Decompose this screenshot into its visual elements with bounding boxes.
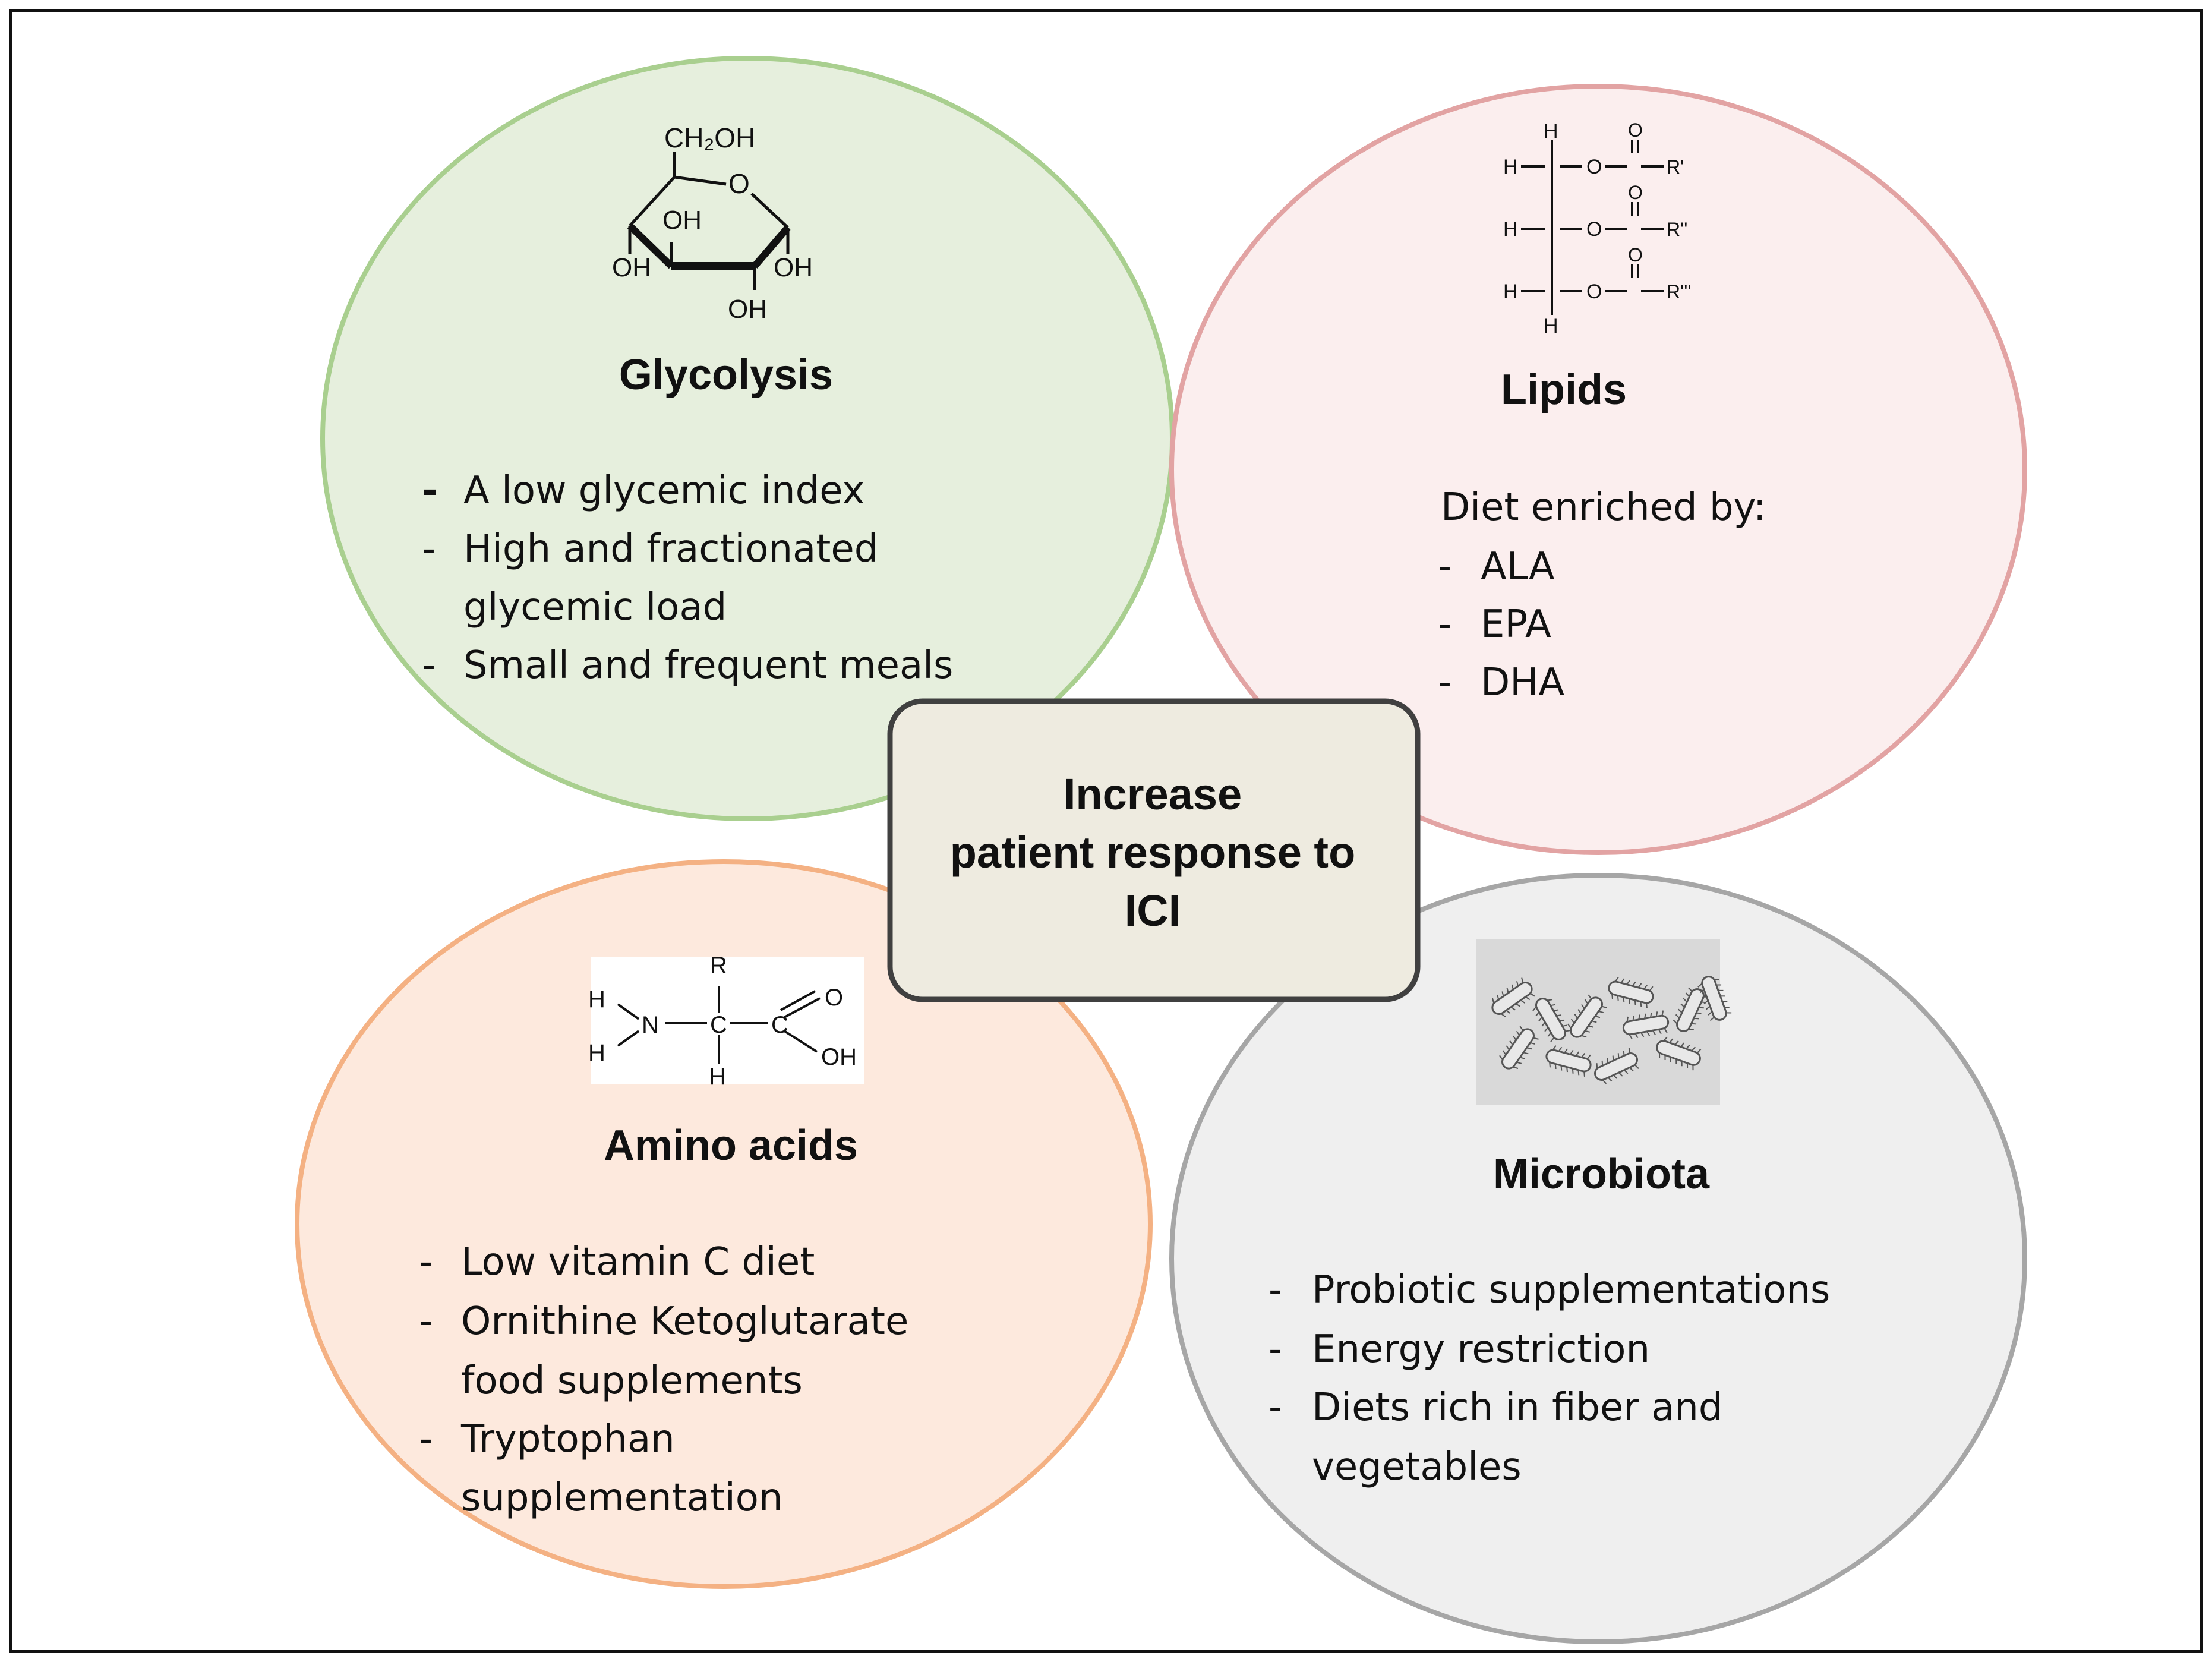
bullet-dash: - (419, 1240, 433, 1284)
glucose-oh-label: OH (612, 253, 651, 282)
lipids-item: ALA (1481, 545, 1555, 589)
glucose-oh-label: OH (662, 206, 702, 235)
lipid-h-label: H (1544, 120, 1558, 143)
bacterium-icon (1622, 1010, 1670, 1039)
lipid-r-label: R' (1667, 156, 1684, 178)
lipids-item: DHA (1481, 661, 1564, 705)
bullet-dash: - (1268, 1386, 1282, 1430)
amino-o-label: O (825, 985, 843, 1011)
bacteria-illustration (1491, 976, 1732, 1084)
glycolysis-item: glycemic load (463, 585, 727, 629)
lipid-h-label: H (1503, 218, 1518, 241)
microbiota-title: Microbiota (1493, 1150, 1710, 1198)
amino-r-label: R (710, 953, 727, 979)
microbiota-item: Probiotic supplementations (1312, 1268, 1830, 1312)
amino-acids-title: Amino acids (604, 1122, 858, 1169)
glucose-ring-oxygen-label: O (728, 168, 750, 199)
amino-acids-item: Low vitamin C diet (461, 1240, 815, 1284)
lipids-intro: Diet enriched by: (1441, 485, 1766, 529)
bullet-dash: - (419, 1300, 433, 1344)
lipids-title: Lipids (1501, 366, 1627, 414)
microbiota-circle (1169, 873, 2027, 1644)
bacterium-icon (1697, 976, 1732, 1021)
glycolysis-item: High and fractionated (463, 527, 878, 571)
amino-acids-item: Tryptophan (460, 1417, 675, 1461)
amino-acids-item: Ornithine Ketoglutarate (461, 1300, 908, 1344)
microbiota-item: Energy restriction (1312, 1327, 1650, 1371)
glucose-oh-label: OH (774, 253, 813, 282)
bullet-dash: - (1438, 545, 1451, 589)
lipid-h-label: H (1544, 315, 1558, 338)
lipid-r-label: R'' (1667, 219, 1687, 240)
glucose-oh-label: OH (728, 295, 767, 324)
microbiota-item: Diets rich in fiber and (1312, 1386, 1722, 1430)
glycolysis-section: CH₂OH O OH OH OH OH Glycolysis - A low g… (320, 56, 1175, 821)
bullet-dash: - (422, 527, 436, 571)
amino-acids-item: supplementation (461, 1476, 783, 1520)
lipid-h-label: H (1503, 156, 1518, 178)
bacterium-icon (1594, 1048, 1639, 1084)
lipid-o-label: O (1586, 156, 1602, 178)
microbiota-section: Microbiota - Probiotic supplementations … (1169, 873, 2027, 1644)
amino-h-label: H (588, 986, 605, 1013)
bacterium-icon (1499, 1026, 1539, 1070)
bacterium-icon (1491, 977, 1535, 1017)
bullet-dash: - (422, 644, 436, 687)
center-box: Increase patient response to ICI (887, 698, 1421, 1002)
lipid-o-label: O (1628, 244, 1643, 266)
bacterium-icon (1532, 998, 1571, 1042)
amino-h-label: H (709, 1064, 726, 1090)
lipid-r-label: R''' (1667, 281, 1691, 302)
lipid-h-label: H (1503, 280, 1518, 303)
amino-acid-structure: H H N C C R H O OH (588, 953, 857, 1090)
amino-c-label: C (771, 1012, 788, 1038)
amino-c-label: C (710, 1012, 727, 1038)
amino-acids-item: food supplements (461, 1359, 803, 1403)
glucose-structure: CH₂OH O OH OH OH OH (612, 122, 813, 324)
glycolysis-title: Glycolysis (619, 351, 833, 399)
bullet-dash: - (1438, 603, 1451, 646)
center-line: Increase (1064, 769, 1242, 819)
lipid-o-label: O (1628, 182, 1643, 203)
center-line: patient response to (950, 828, 1356, 877)
amino-n-label: N (642, 1012, 659, 1038)
bacterium-icon (1673, 987, 1709, 1032)
triglyceride-structure: H H H H H O O O O O O R' R'' R''' (1503, 119, 1691, 338)
glycolysis-item: Small and frequent meals (463, 644, 953, 687)
lipid-o-label: O (1586, 280, 1602, 303)
glucose-ch2oh-label: CH₂OH (664, 122, 755, 153)
bullet-dash: - (422, 469, 438, 513)
lipid-o-label: O (1586, 218, 1602, 241)
bullet-dash: - (419, 1417, 433, 1461)
lipids-section: H H H H H O O O O O O R' R'' R''' Lipids… (1169, 84, 2027, 855)
center-line: ICI (1125, 886, 1181, 935)
microbiota-item: vegetables (1312, 1445, 1522, 1489)
amino-h-label: H (588, 1040, 605, 1066)
bacterium-icon (1545, 1045, 1592, 1077)
glycolysis-item: A low glycemic index (463, 469, 864, 513)
bacterium-icon (1656, 1036, 1702, 1071)
amino-acids-section: H H N C C R H O OH Amino acids - Low vit… (295, 859, 1153, 1589)
lipids-circle (1169, 84, 2027, 855)
amino-oh-label: OH (821, 1044, 857, 1070)
lipid-o-label: O (1628, 119, 1643, 141)
bullet-dash: - (1438, 661, 1451, 705)
amino-acids-circle (295, 859, 1153, 1589)
bacterium-icon (1567, 994, 1607, 1038)
bullet-dash: - (1268, 1327, 1282, 1371)
bacterium-icon (1608, 977, 1654, 1008)
center-box-frame (887, 698, 1421, 1002)
lipids-item: EPA (1481, 603, 1551, 646)
bullet-dash: - (1268, 1268, 1282, 1312)
amino-acid-structure-panel (591, 957, 864, 1084)
